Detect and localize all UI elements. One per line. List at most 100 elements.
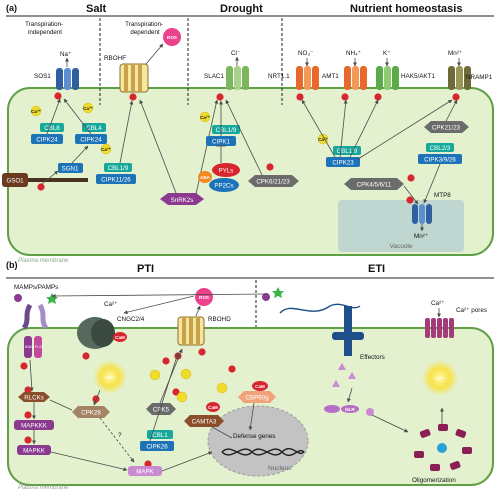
vacuole-label: Vacuole xyxy=(389,243,412,250)
svg-text:ABA: ABA xyxy=(200,175,211,180)
cipk3926-box xyxy=(418,154,462,164)
nramp1-transporter xyxy=(448,66,471,90)
cipk1126-box xyxy=(96,174,136,184)
svg-text:CIPK1: CIPK1 xyxy=(212,139,230,146)
svg-text:SnRK2s: SnRK2s xyxy=(171,197,194,204)
eti-star xyxy=(272,287,284,298)
svg-text:SGN1: SGN1 xyxy=(62,166,79,173)
cpk2123-hex xyxy=(424,121,469,133)
calcium-glow-pti xyxy=(93,360,127,394)
drought-heading: Drought xyxy=(220,3,263,15)
cipk24-box-a xyxy=(31,134,63,144)
mtp8-label: MTP8 xyxy=(434,192,451,199)
ros-burst-a xyxy=(163,28,181,46)
phospho-sites-a xyxy=(54,92,460,101)
cam-cbp60g xyxy=(252,381,268,391)
nh4-ion: NH₄⁺ xyxy=(346,50,361,57)
svg-text:CPK6/21/23: CPK6/21/23 xyxy=(256,179,290,186)
cngc-label: CNGC2/4 xyxy=(117,316,145,323)
sos1-transporter xyxy=(56,68,79,90)
effector-triangles xyxy=(332,363,356,387)
cbl8-box xyxy=(40,123,64,132)
svg-text:MAPKKK: MAPKKK xyxy=(21,423,48,430)
svg-text:CIPK24: CIPK24 xyxy=(36,137,58,144)
hak5-label: HAK5/AKT1 xyxy=(401,73,435,80)
eti-heading: ETI xyxy=(368,263,385,275)
gso1-receptor-stalk xyxy=(28,178,88,182)
mn-ion-vacuole: Mn²⁺ xyxy=(414,233,428,240)
svg-text:Ca²⁺: Ca²⁺ xyxy=(435,376,445,381)
nutrient-heading: Nutrient homeostasis xyxy=(350,3,462,15)
plasma-membrane-a: Plasma membrane xyxy=(18,258,69,264)
svg-text:Ca²⁺: Ca²⁺ xyxy=(83,106,93,111)
rbohf-channel xyxy=(119,63,149,93)
ca-influx-label: Ca²⁺ xyxy=(104,301,117,308)
cam-cngc xyxy=(113,332,127,342)
mamps-label: MAMPs/PAMPs xyxy=(14,284,58,291)
oligomer-ring xyxy=(414,424,472,471)
cbl19-box-b xyxy=(212,125,240,134)
pyls-protein xyxy=(212,163,240,177)
slac1-channel xyxy=(226,66,249,90)
calcium-ions-b xyxy=(149,368,228,403)
svg-text:CBL4: CBL4 xyxy=(86,125,102,132)
cbl23-box xyxy=(426,143,454,152)
ros-label-a: ROS xyxy=(167,35,177,40)
svg-text:PP2Cs: PP2Cs xyxy=(214,183,233,190)
cpk45611-hex xyxy=(344,178,404,190)
rbohd-label: RBOHD xyxy=(208,316,231,323)
svg-text:CIPK23: CIPK23 xyxy=(332,160,354,167)
cbl1-box xyxy=(147,430,173,439)
mapkk-box xyxy=(17,445,51,455)
question-mark: ? xyxy=(118,432,122,439)
svg-text:Ca²⁺: Ca²⁺ xyxy=(200,115,210,120)
salt-heading: Salt xyxy=(86,3,107,15)
cl-ion: Cl⁻ xyxy=(231,50,240,57)
bak1-label: BAK1 xyxy=(25,345,35,349)
svg-text:CBL1: CBL1 xyxy=(152,432,168,439)
amt1-label: AMT1 xyxy=(322,73,339,80)
vacuole xyxy=(338,200,464,252)
svg-text:CaM: CaM xyxy=(208,405,218,410)
cipk23-box xyxy=(326,157,360,167)
svg-text:CBL1/9: CBL1/9 xyxy=(216,127,237,134)
svg-text:CIPK26: CIPK26 xyxy=(146,444,168,451)
snrk2s-hex xyxy=(160,193,204,205)
svg-text:CBL2/3: CBL2/3 xyxy=(430,145,451,152)
plasma-membrane-b: Plasma membrane xyxy=(18,485,69,491)
sos1-label: SOS1 xyxy=(34,73,51,80)
ros-burst-b xyxy=(195,288,213,306)
panel-a-label: (a) xyxy=(6,3,17,13)
ros-label-b: ROS xyxy=(199,295,209,300)
svg-text:CIPK11/26: CIPK11/26 xyxy=(101,177,131,184)
type3-secretion-system xyxy=(332,306,364,356)
nlr-receptor xyxy=(324,405,374,416)
cipk1-box xyxy=(206,136,236,146)
svg-text:MAPKK: MAPKK xyxy=(23,448,46,455)
sgn1-box xyxy=(58,163,83,173)
svg-text:Ca²⁺: Ca²⁺ xyxy=(101,147,111,152)
nucleus xyxy=(207,405,309,477)
nucleus-label: Nucleus xyxy=(268,465,292,472)
cipk26-box xyxy=(140,441,174,451)
cam-camta3 xyxy=(206,402,220,412)
cpk62123-phospho xyxy=(266,163,274,171)
mtp8-phospho xyxy=(406,196,414,204)
svg-text:CIPK3/9/26: CIPK3/9/26 xyxy=(424,157,456,164)
mapkkk-box xyxy=(14,420,54,430)
mn-ion-top: Mn²⁺ xyxy=(448,50,462,57)
cpk45611-phospho xyxy=(407,174,415,182)
svg-text:CBL8: CBL8 xyxy=(44,125,60,132)
hak5-akt1-channel xyxy=(376,66,399,90)
slac1-label: SLAC1 xyxy=(204,73,224,80)
nramp1-label: NRAMP1 xyxy=(466,74,493,81)
fls2-bak1-receptor xyxy=(21,303,49,358)
ca-eti-top: Ca²⁺ xyxy=(431,300,444,307)
gso1-box xyxy=(2,173,28,187)
effectors-label: Effectors xyxy=(360,354,385,361)
gso1-phospho xyxy=(37,183,45,191)
svg-text:PYLs: PYLs xyxy=(219,168,234,175)
eti-blob xyxy=(262,293,270,301)
camta3-hex xyxy=(184,415,224,427)
cngc-channel xyxy=(77,317,115,349)
